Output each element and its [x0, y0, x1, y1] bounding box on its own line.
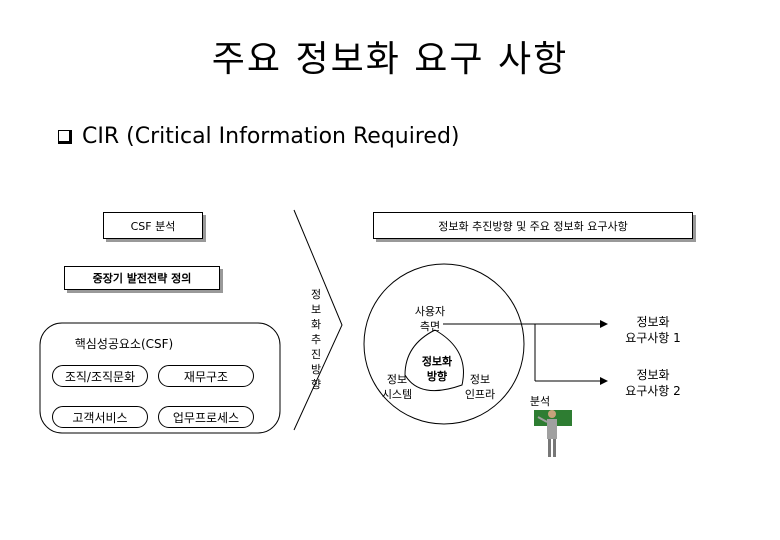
- requirements-header-box: 정보화 추진방향 및 주요 정보화 요구사항: [373, 212, 693, 239]
- analysis-label: 분석: [529, 395, 551, 408]
- direction-center-label: 정보화 방향: [421, 355, 453, 383]
- direction-arrow-label: 정 보 화 추 진 방 향: [310, 288, 322, 391]
- direction-arrow: [293, 209, 343, 431]
- csf-item-customer: 고객서비스: [52, 406, 148, 428]
- csf-item-finance: 재무구조: [158, 365, 254, 387]
- csf-analysis-box: CSF 분석: [103, 212, 203, 239]
- csf-item-process: 업무프로세스: [158, 406, 254, 428]
- bullet-text: CIR (Critical Information Required): [82, 124, 460, 149]
- strategy-definition-box: 중장기 발전전략 정의: [64, 266, 220, 290]
- csf-group-border: [39, 322, 281, 434]
- csf-group-label: 핵심성공요소(CSF): [74, 337, 174, 351]
- requirement-2: 정보화 요구사항 2: [625, 368, 681, 398]
- inner-triangle: [404, 329, 464, 392]
- strategy-circle: [363, 263, 525, 425]
- bullet-line: CIR (Critical Information Required): [58, 124, 460, 149]
- user-side-label: 사용자 측면: [414, 305, 446, 333]
- presenter-icon: [534, 410, 572, 457]
- slide-title: 주요 정보화 요구 사항: [211, 39, 569, 80]
- csf-item-organization: 조직/조직문화: [52, 365, 148, 387]
- requirement-1: 정보화 요구사항 1: [625, 315, 681, 345]
- info-system-label: 정보 시스템: [381, 373, 413, 401]
- checkbox-bullet-icon: [58, 129, 72, 144]
- info-infra-label: 정보 인프라: [464, 373, 496, 401]
